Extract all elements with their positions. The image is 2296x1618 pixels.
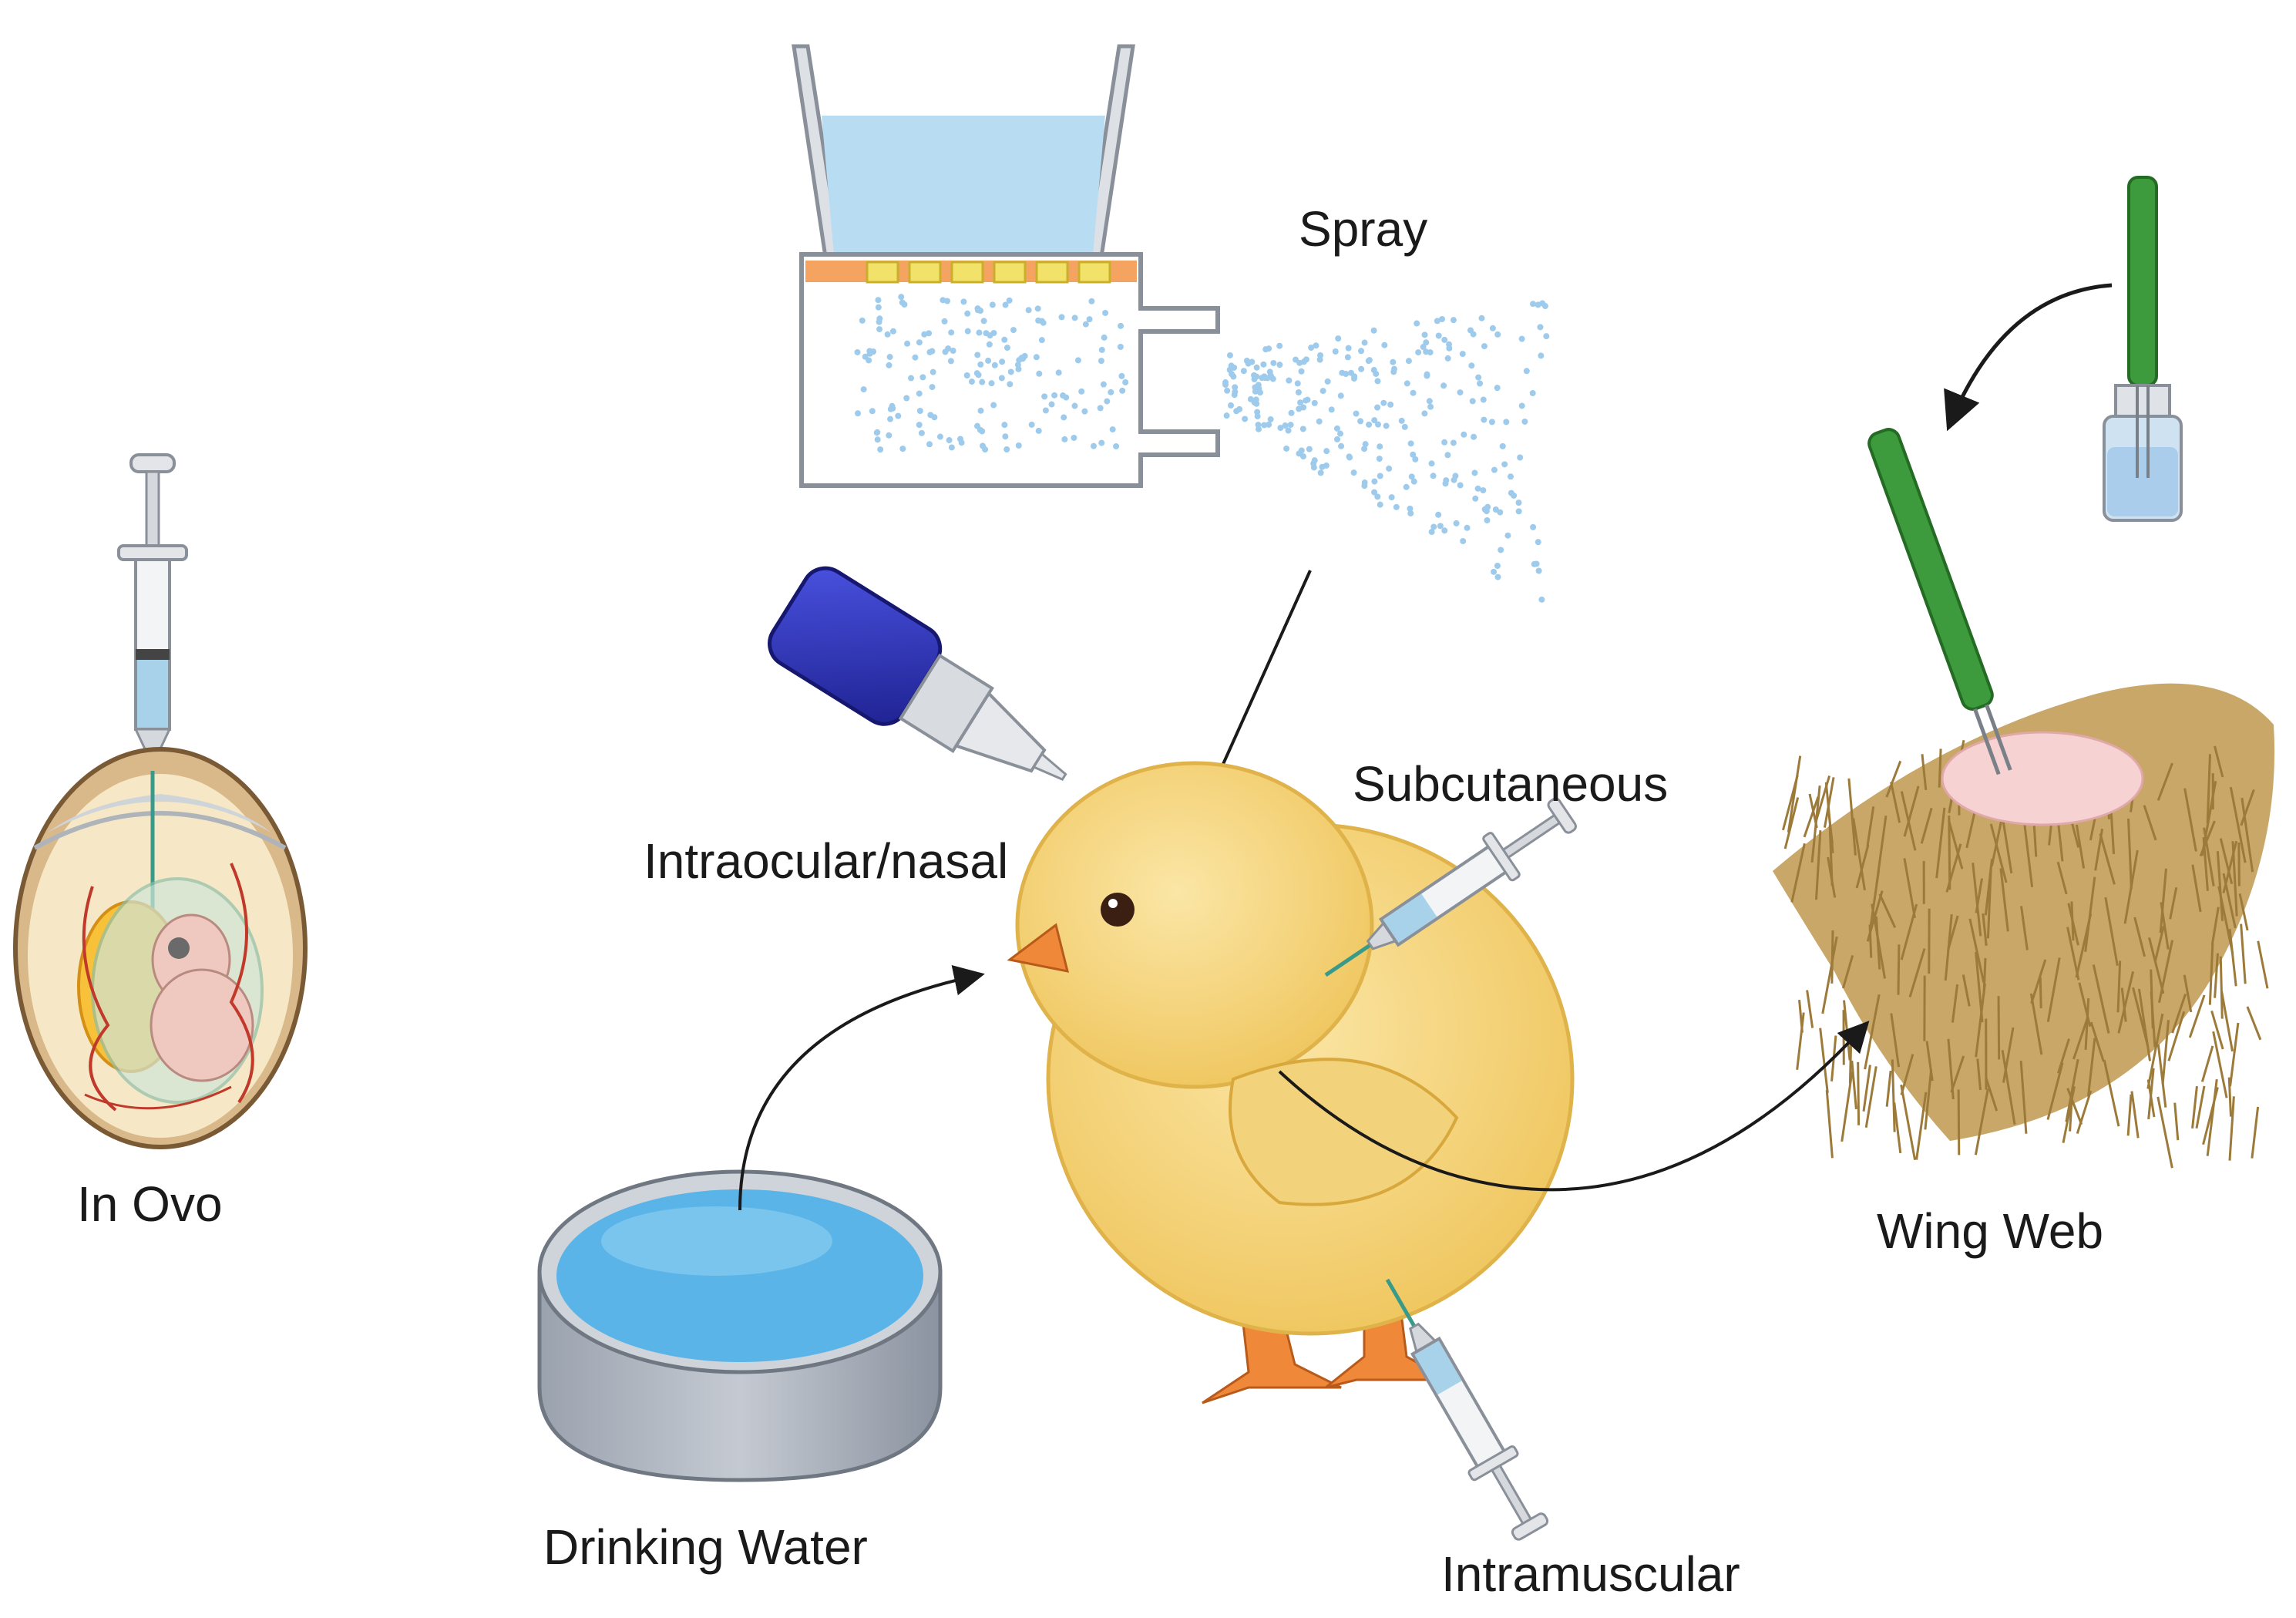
label-intramuscular: Intramuscular [1441,1549,1740,1599]
vaccine-vial-icon [2104,177,2181,520]
wing-feathers-icon [1773,684,2274,1168]
label-subcutaneous: Subcutaneous [1353,759,1668,809]
vial-arrow [1950,285,2112,424]
chick-icon [1010,763,1865,1403]
water-bowl-icon [540,1172,940,1480]
dropper-bottle-icon [761,560,1092,822]
label-spray: Spray [1299,204,1427,254]
label-in-ovo: In Ovo [77,1179,223,1229]
wing-web-applicator-icon [1866,426,2019,777]
label-wing-web: Wing Web [1877,1206,2103,1256]
egg-embryo-icon [15,749,305,1147]
label-drinking-water: Drinking Water [543,1522,868,1572]
label-intraocular-nasal: Intraocular/nasal [644,836,1008,886]
sprayer-icon [794,46,1549,603]
